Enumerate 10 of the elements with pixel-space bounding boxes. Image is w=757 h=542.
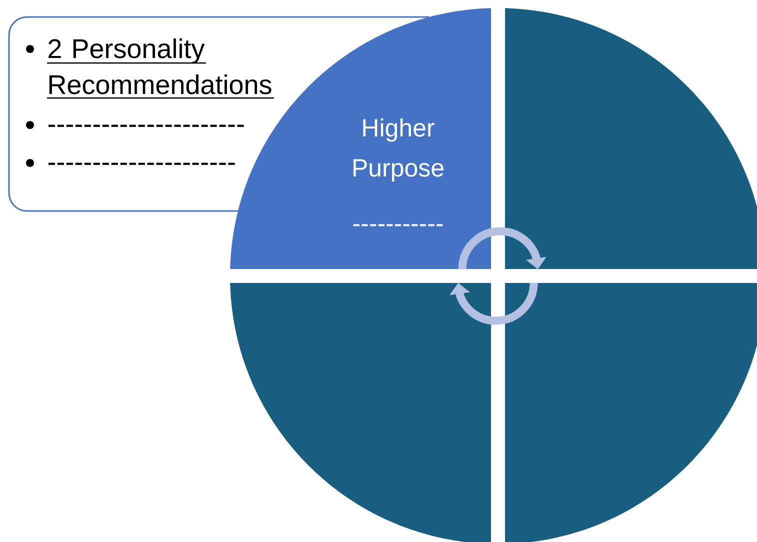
- quadrant-sector: [505, 283, 757, 542]
- quadrant-sector: [230, 283, 491, 542]
- curved-arrow: [458, 227, 546, 270]
- placeholder-line: ----------------------: [48, 124, 244, 127]
- curved-arrow: [450, 282, 538, 325]
- sector-title: Higher Purpose: [354, 118, 444, 182]
- quadrant-sector: [505, 8, 757, 269]
- underlined-heading: 2 Personality Recommendations: [47, 38, 274, 99]
- placeholder-line: ---------------------: [48, 162, 235, 165]
- placeholder-line: -----------: [353, 224, 443, 226]
